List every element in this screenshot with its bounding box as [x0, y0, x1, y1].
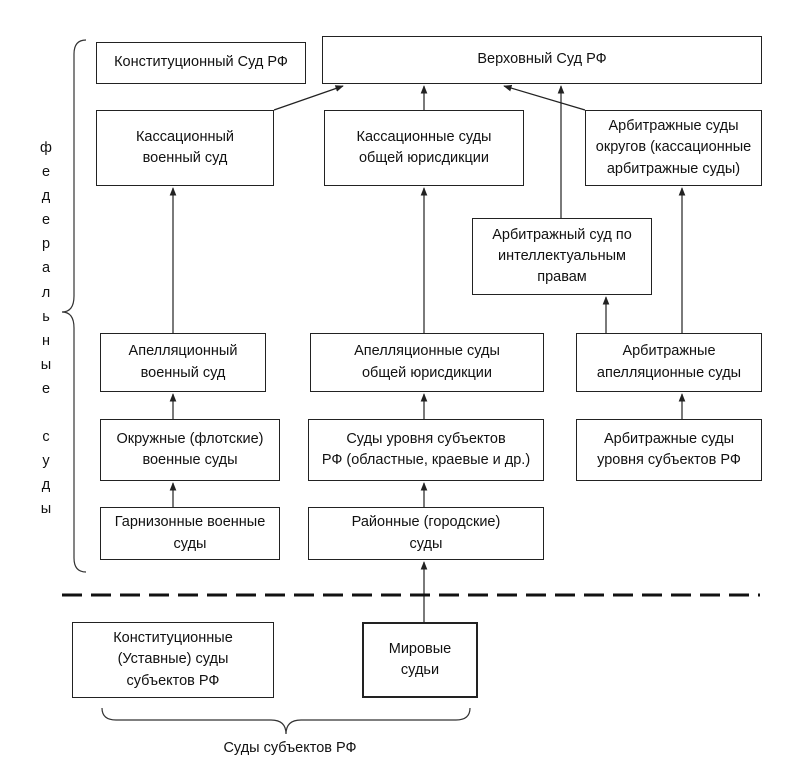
- federal-letter: л: [41, 284, 51, 301]
- subject-brace: [101, 707, 471, 735]
- ip-court-box: Арбитражный суд по интеллектуальным прав…: [472, 218, 652, 295]
- federal-letter: у: [42, 453, 50, 470]
- federal-courts-label: ф е д е р а л ь н ы е с у д ы: [36, 136, 56, 522]
- district-courts-box: Районные (городские) суды: [308, 507, 544, 560]
- justices-peace-box: Мировые судьи: [362, 622, 478, 698]
- federal-letter: ы: [40, 501, 52, 518]
- federal-brace: [61, 39, 87, 573]
- appeal-military-label: Апелляционный военный суд: [128, 343, 238, 381]
- subject-courts-box: Суды уровня субъектов РФ (областные, кра…: [308, 419, 544, 481]
- federal-letter: р: [41, 236, 51, 253]
- garrison-label: Гарнизонные военные суды: [114, 514, 266, 552]
- arbitration-district-box: Арбитражные суды округов (кассационные а…: [585, 110, 762, 186]
- subject-courts-label: Суды уровня субъектов РФ (областные, кра…: [321, 430, 531, 468]
- federal-letter: е: [41, 212, 51, 229]
- appeal-arbitration-box: Арбитражные апелляционные суды: [576, 333, 762, 392]
- appeal-military-box: Апелляционный военный суд: [100, 333, 266, 392]
- constitutional-court-box: Конституционный Суд РФ: [96, 42, 306, 84]
- federal-letter: е: [41, 380, 51, 397]
- federal-letter: а: [41, 260, 51, 277]
- federal-letter: ы: [40, 356, 52, 373]
- federal-letter: с: [42, 429, 50, 446]
- federal-letter: ь: [42, 308, 50, 325]
- arrow-cassation-military-to-supreme: [273, 85, 344, 111]
- arbitration-district-label: Арбитражные суды округов (кассационные а…: [595, 118, 752, 177]
- subject-constitutional-label: Конституционные (Уставные) суды субъекто…: [113, 630, 233, 689]
- supreme-court-label: Верховный Суд РФ: [477, 51, 607, 68]
- federal-letter: д: [41, 477, 51, 494]
- garrison-box: Гарнизонные военные суды: [100, 507, 280, 560]
- federal-letter: ф: [40, 140, 52, 156]
- subject-courts-caption: Суды субъектов РФ: [223, 740, 357, 756]
- arrow-arbitration-district-to-supreme: [503, 84, 586, 111]
- ip-court-label: Арбитражный суд по интеллектуальным прав…: [492, 226, 632, 285]
- subject-arbitration-box: Арбитражные суды уровня субъектов РФ: [576, 419, 762, 481]
- cassation-military-label: Кассационный военный суд: [135, 128, 235, 166]
- supreme-court-box: Верховный Суд РФ: [322, 36, 762, 84]
- subject-constitutional-box: Конституционные (Уставные) суды субъекто…: [72, 622, 274, 698]
- district-military-label: Окружные (флотские) военные суды: [116, 430, 264, 468]
- justices-peace-label: Мировые судьи: [388, 640, 452, 678]
- cassation-general-box: Кассационные суды общей юрисдикции: [324, 110, 524, 186]
- cassation-military-box: Кассационный военный суд: [96, 110, 274, 186]
- appeal-general-label: Апелляционные суды общей юрисдикции: [354, 343, 500, 381]
- federal-letter: е: [41, 164, 51, 181]
- constitutional-court-label: Конституционный Суд РФ: [114, 54, 288, 71]
- appeal-arbitration-label: Арбитражные апелляционные суды: [596, 343, 742, 381]
- appeal-general-box: Апелляционные суды общей юрисдикции: [310, 333, 544, 392]
- cassation-general-label: Кассационные суды общей юрисдикции: [356, 128, 492, 166]
- subject-arbitration-label: Арбитражные суды уровня субъектов РФ: [597, 430, 741, 468]
- district-military-box: Окружные (флотские) военные суды: [100, 419, 280, 481]
- federal-letter: н: [41, 332, 50, 349]
- district-courts-label: Районные (городские) суды: [351, 514, 501, 552]
- federal-letter: д: [41, 188, 51, 205]
